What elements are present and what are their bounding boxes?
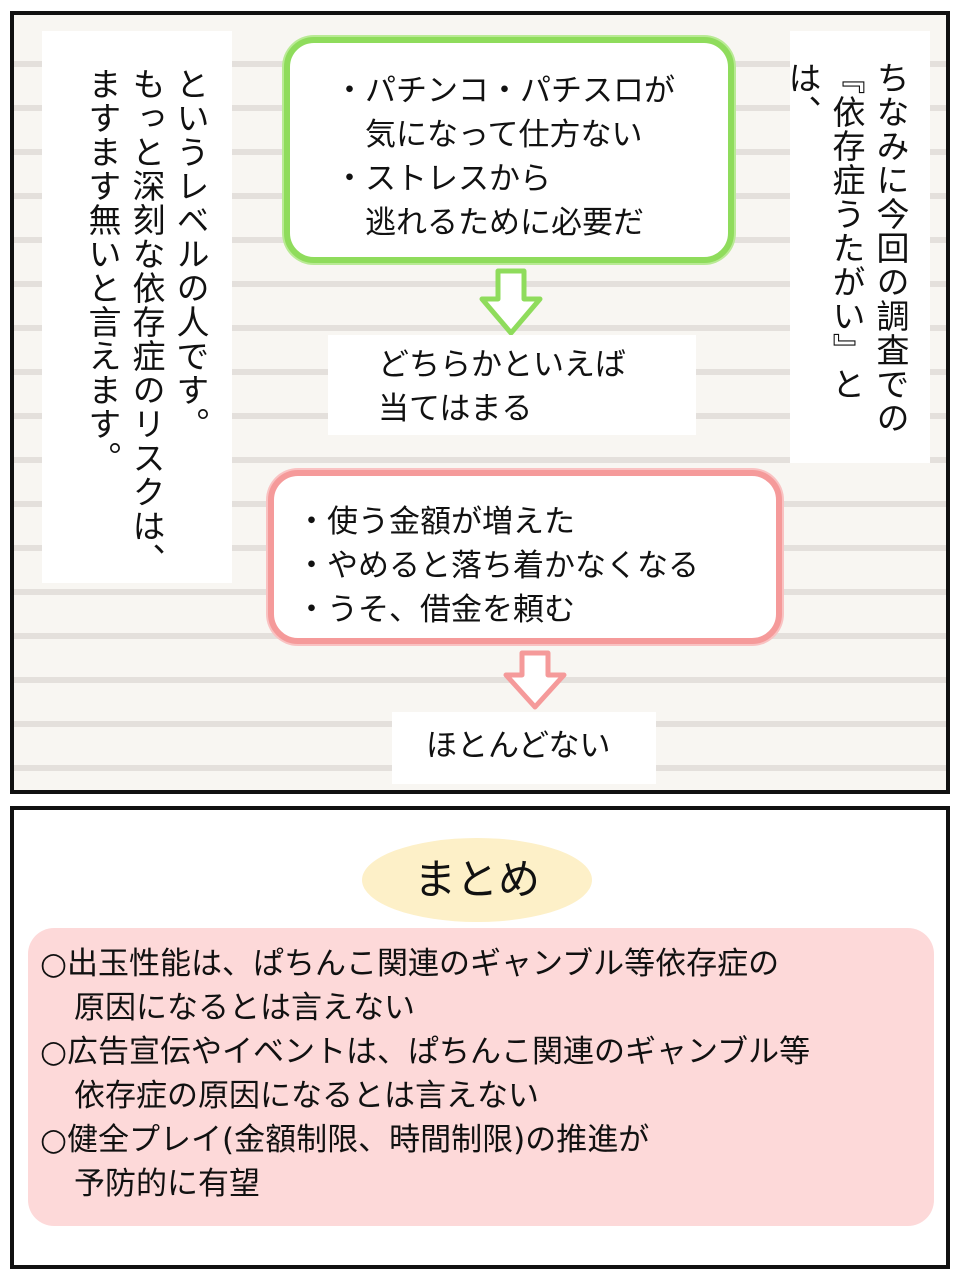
text-line: ○出玉性能は、ぱちんこ関連のギャンブル等依存症の xyxy=(40,946,780,982)
text-line: ○健全プレイ(金額制限、時間制限)の推進が xyxy=(40,1122,650,1158)
panel-criteria: というレベルの人です。 もっと深刻な依存症のリスクは、 ますます無いと言えます。… xyxy=(10,11,950,794)
text-line: どちらかといえば xyxy=(378,347,626,383)
text-line: ○広告宣伝やイベントは、ぱちんこ関連のギャンブル等 xyxy=(40,1034,811,1070)
down-arrow-icon xyxy=(479,268,543,336)
text-line: 当てはまる xyxy=(378,391,533,427)
text-line: 原因になるとは言えない xyxy=(74,990,415,1026)
vertical-text-right: ちなみに今回の調査での『依存症うたがい』とは、 xyxy=(783,31,930,463)
text-line: ちなみに今回の調査での『依存症うたがい』とは、 xyxy=(783,61,910,435)
summary-item: ○出玉性能は、ぱちんこ関連のギャンブル等依存症の原因になるとは言えない xyxy=(40,942,934,1030)
green-criteria-box: ・パチンコ・パチスロが 気になって仕方ない ・ストレスから 逃れるために必要だ xyxy=(284,37,734,263)
text-line: ・パチンコ・パチスロが xyxy=(334,73,675,109)
text-line: 予防的に有望 xyxy=(74,1166,260,1202)
answer-label-somewhat: どちらかといえば 当てはまる xyxy=(328,335,696,435)
text-line: 逃れるために必要だ xyxy=(334,205,644,241)
summary-item: ○広告宣伝やイベントは、ぱちんこ関連のギャンブル等依存症の原因になるとは言えない xyxy=(40,1030,934,1118)
down-arrow-icon xyxy=(503,650,567,710)
vertical-text-left: というレベルの人です。 もっと深刻な依存症のリスクは、 ますます無いと言えます。 xyxy=(42,31,232,583)
summary-item: ○健全プレイ(金額制限、時間制限)の推進が予防的に有望 xyxy=(40,1118,934,1206)
text-line: 依存症の原因になるとは言えない xyxy=(74,1078,539,1114)
answer-label-rarely: ほとんどない xyxy=(392,712,656,784)
text-line: ・やめると落ち着かなくなる xyxy=(296,548,699,584)
summary-box: ○出玉性能は、ぱちんこ関連のギャンブル等依存症の原因になるとは言えない ○広告宣… xyxy=(28,928,934,1226)
panel-summary: まとめ ○出玉性能は、ぱちんこ関連のギャンブル等依存症の原因になるとは言えない … xyxy=(10,806,950,1269)
summary-title: まとめ xyxy=(362,838,592,922)
red-criteria-box: ・使う金額が増えた ・やめると落ち着かなくなる ・うそ、借金を頼む xyxy=(268,470,782,644)
text-line: 気になって仕方ない xyxy=(334,117,643,153)
text-line: というレベルの人です。 xyxy=(171,67,210,441)
text-line: ・ストレスから xyxy=(334,161,551,197)
text-line: ・うそ、借金を頼む xyxy=(296,592,575,628)
text-line: ますます無いと言えます。 xyxy=(83,67,122,475)
text-line: もっと深刻な依存症のリスクは、 xyxy=(127,67,166,577)
text-line: ・使う金額が増えた xyxy=(296,504,575,540)
